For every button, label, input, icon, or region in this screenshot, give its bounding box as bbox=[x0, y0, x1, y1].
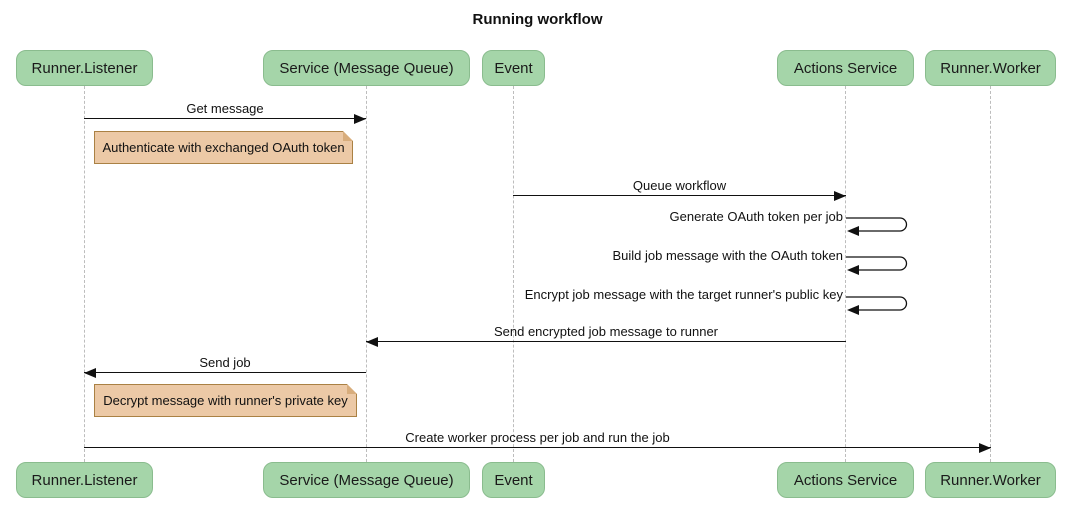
arrowhead-right-icon bbox=[354, 114, 366, 124]
participant-runner-listener-top: Runner.Listener bbox=[16, 50, 153, 86]
message-arrow-line bbox=[84, 114, 366, 124]
note-label: Decrypt message with runner's private ke… bbox=[103, 393, 348, 408]
note-authenticate-oauth: Authenticate with exchanged OAuth token bbox=[94, 131, 353, 164]
self-loop-arrow-icon bbox=[846, 217, 908, 236]
message-label: Send job bbox=[199, 355, 251, 370]
participant-label: Actions Service bbox=[793, 59, 898, 77]
self-message-label-generate-token: Generate OAuth token per job bbox=[669, 209, 843, 224]
participant-label: Actions Service bbox=[793, 471, 898, 489]
participant-service-message-queue-top: Service (Message Queue) bbox=[263, 50, 470, 86]
message-send-encrypted-job: Send encrypted job message to runner bbox=[366, 324, 846, 347]
diagram-title: Running workflow bbox=[472, 11, 603, 28]
note-decrypt-message: Decrypt message with runner's private ke… bbox=[94, 384, 357, 417]
participant-actions-service-bottom: Actions Service bbox=[777, 462, 914, 498]
arrowhead-right-icon bbox=[979, 443, 991, 453]
message-arrow-line bbox=[513, 191, 846, 201]
participant-label: Runner.Listener bbox=[31, 59, 138, 77]
participant-label: Service (Message Queue) bbox=[279, 59, 454, 77]
participant-event-top: Event bbox=[482, 50, 545, 86]
message-arrow-line bbox=[84, 368, 366, 378]
participant-label: Event bbox=[494, 471, 533, 489]
lifeline-event bbox=[513, 86, 514, 462]
message-label: Queue workflow bbox=[632, 178, 727, 193]
lifeline-service-message-queue bbox=[366, 86, 367, 462]
participant-runner-listener-bottom: Runner.Listener bbox=[16, 462, 153, 498]
message-label: Get message bbox=[186, 101, 264, 116]
arrowhead-right-icon bbox=[834, 191, 846, 201]
participant-label: Service (Message Queue) bbox=[279, 471, 454, 489]
lifeline-runner-listener bbox=[84, 86, 85, 462]
participant-service-message-queue-bottom: Service (Message Queue) bbox=[263, 462, 470, 498]
participant-event-bottom: Event bbox=[482, 462, 545, 498]
self-message-label-build-job-message: Build job message with the OAuth token bbox=[612, 248, 843, 263]
message-get-message: Get message bbox=[84, 101, 366, 124]
participant-label: Runner.Worker bbox=[940, 471, 1041, 489]
message-arrow-line bbox=[366, 337, 846, 347]
note-label: Authenticate with exchanged OAuth token bbox=[102, 140, 345, 155]
arrowhead-left-icon bbox=[84, 368, 96, 378]
participant-runner-worker-bottom: Runner.Worker bbox=[925, 462, 1056, 498]
self-loop-arrow-icon bbox=[846, 256, 908, 275]
participant-label: Runner.Listener bbox=[31, 471, 138, 489]
participant-label: Runner.Worker bbox=[940, 59, 1041, 77]
arrowhead-left-icon bbox=[366, 337, 378, 347]
self-message-label-encrypt-job-message: Encrypt job message with the target runn… bbox=[524, 287, 843, 302]
participant-actions-service-top: Actions Service bbox=[777, 50, 914, 86]
lifeline-runner-worker bbox=[990, 86, 991, 462]
message-queue-workflow: Queue workflow bbox=[513, 178, 846, 201]
message-label: Create worker process per job and run th… bbox=[405, 430, 670, 445]
message-arrow-line bbox=[84, 443, 991, 453]
participant-runner-worker-top: Runner.Worker bbox=[925, 50, 1056, 86]
message-label: Send encrypted job message to runner bbox=[493, 324, 719, 339]
lifeline-actions-service bbox=[845, 86, 846, 462]
self-loop-arrow-icon bbox=[846, 296, 908, 315]
participant-label: Event bbox=[494, 59, 533, 77]
message-send-job: Send job bbox=[84, 355, 366, 378]
message-create-worker-process: Create worker process per job and run th… bbox=[84, 430, 991, 453]
